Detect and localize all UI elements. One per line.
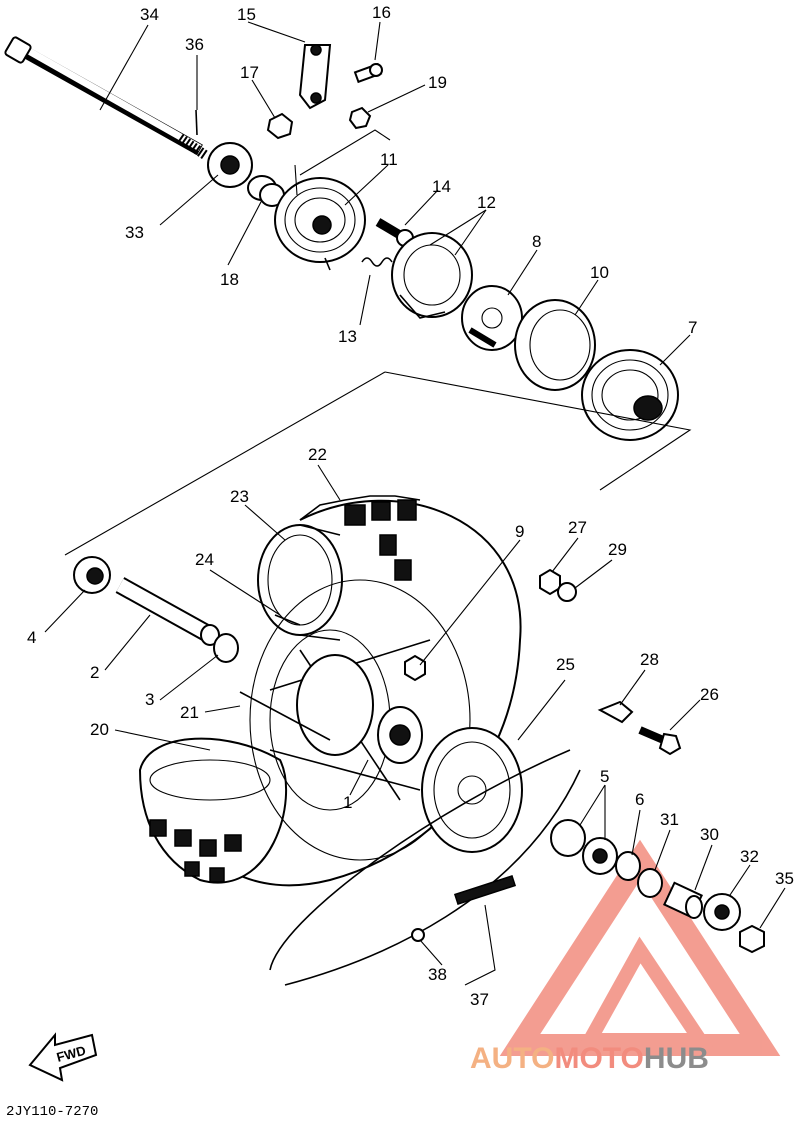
label-30: 30 — [700, 825, 719, 844]
label-26: 26 — [700, 685, 719, 704]
label-14: 14 — [432, 177, 451, 196]
fwd-arrow-icon: FWD — [28, 1032, 98, 1082]
tire-20 — [138, 737, 288, 884]
label-28: 28 — [640, 650, 659, 669]
label-20: 20 — [90, 720, 109, 739]
plate-8 — [461, 285, 523, 351]
sprocket-33 — [207, 142, 253, 188]
label-23: 23 — [230, 487, 249, 506]
nut-35 — [739, 924, 765, 954]
bolt-16 — [353, 62, 383, 84]
label-5: 5 — [600, 767, 609, 786]
leader-lines — [44, 21, 786, 986]
brake-panel-11 — [274, 177, 366, 271]
collar-3 — [213, 633, 239, 663]
watermark-part3: HUB — [644, 1042, 709, 1075]
label-32: 32 — [740, 847, 759, 866]
adjuster-28 — [597, 700, 634, 724]
sprocket-25 — [421, 727, 523, 853]
nut-27 — [539, 568, 561, 596]
label-18: 18 — [220, 270, 239, 289]
label-2: 2 — [90, 663, 99, 682]
hub — [296, 654, 423, 764]
label-1: 1 — [343, 793, 352, 812]
nut-19 — [348, 106, 372, 130]
label-35: 35 — [775, 869, 794, 888]
tube-23 — [257, 524, 343, 641]
label-38: 38 — [428, 965, 447, 984]
label-25: 25 — [556, 655, 575, 674]
ring-10 — [514, 299, 596, 391]
brake-shoes-12 — [391, 232, 473, 319]
label-11: 11 — [380, 150, 398, 169]
label-8: 8 — [532, 232, 541, 251]
label-7: 7 — [688, 318, 697, 337]
watermark-part1: AUTO — [470, 1042, 554, 1075]
bearing-4 — [73, 556, 111, 594]
label-17: 17 — [240, 63, 259, 82]
seal-31 — [637, 868, 663, 898]
label-29: 29 — [608, 540, 627, 559]
spoke-21 — [239, 691, 331, 741]
label-3: 3 — [145, 690, 154, 709]
watermark-text: AUTOMOTOHUB — [470, 1042, 709, 1075]
label-10: 10 — [590, 263, 609, 282]
chain-37 — [269, 749, 581, 986]
label-6: 6 — [635, 790, 644, 809]
label-16: 16 — [372, 3, 391, 22]
washer-6 — [615, 851, 641, 881]
cam-lever-15 — [298, 44, 332, 110]
bearing-5 — [550, 819, 618, 875]
label-22: 22 — [308, 445, 327, 464]
label-24: 24 — [195, 550, 214, 569]
watermark-part2: MOTO — [554, 1042, 643, 1075]
nut-17 — [266, 112, 294, 140]
axle-34 — [4, 36, 208, 160]
label-33: 33 — [125, 223, 144, 242]
label-19: 19 — [428, 73, 447, 92]
label-27: 27 — [568, 518, 587, 537]
washer-29 — [557, 582, 577, 602]
svg-text:AUTOMOTOHUB: AUTOMOTOHUB — [470, 1042, 709, 1075]
sprocket-32 — [703, 893, 741, 931]
watermark-triangle-icon — [499, 839, 781, 1056]
label-9: 9 — [515, 522, 524, 541]
label-36: 36 — [185, 35, 204, 54]
spacer-2 — [115, 577, 220, 646]
bolt-26 — [638, 726, 682, 756]
drawing-code: 2JY110-7270 — [6, 1104, 98, 1120]
fwd-label: FWD — [55, 1043, 87, 1065]
label-13: 13 — [338, 327, 357, 346]
part-labels: 1 2 3 4 5 6 7 8 9 10 11 12 13 14 15 16 1… — [27, 3, 794, 1009]
chain-joint-38 — [411, 928, 425, 942]
label-12: 12 — [477, 193, 496, 212]
label-31: 31 — [660, 810, 679, 829]
collar-30 — [663, 881, 703, 919]
label-21: 21 — [180, 703, 199, 722]
hub-drum-7 — [581, 349, 679, 441]
label-4: 4 — [27, 628, 36, 647]
nut-9 — [404, 654, 426, 682]
label-37: 37 — [470, 990, 489, 1009]
label-34: 34 — [140, 5, 159, 24]
spring-13 — [361, 257, 393, 267]
label-15: 15 — [237, 5, 256, 24]
